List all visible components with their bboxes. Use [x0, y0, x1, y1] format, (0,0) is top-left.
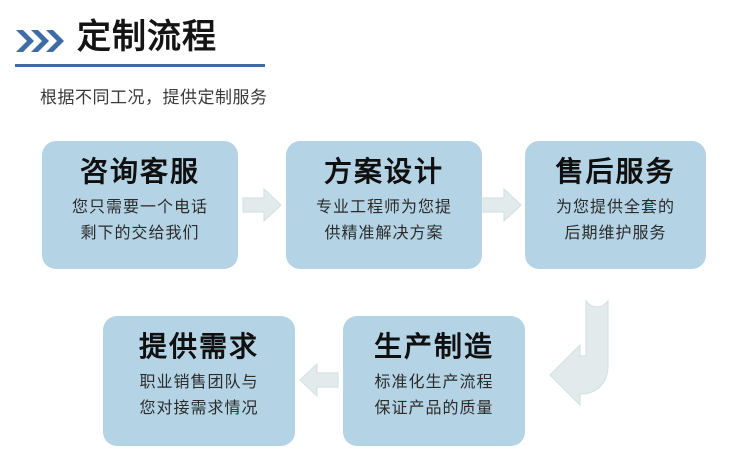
page-subtitle: 根据不同工况，提供定制服务 — [40, 88, 268, 107]
flow-card-title: 生产制造 — [373, 331, 494, 362]
flow-card-title: 方案设计 — [323, 156, 444, 187]
flow-card-description-line: 后期维护服务 — [564, 225, 667, 242]
flow-card-description-line: 剩下的交给我们 — [80, 225, 200, 242]
page-title: 定制流程 — [77, 18, 217, 56]
flow-card-description: 您只需要一个电话 剩下的交给我们 — [72, 195, 208, 247]
arrow-u-turn-down-left-icon — [549, 299, 609, 407]
flow-card-description: 专业工程师为您提 供精准解决方案 — [316, 195, 452, 247]
page-header: 定制流程 根据不同工况，提供定制服务 — [0, 0, 750, 107]
flow-card-description-line: 供精准解决方案 — [324, 225, 444, 242]
flow-card-title: 售后服务 — [555, 156, 676, 187]
flow-card-description-line: 您对接需求情况 — [139, 400, 259, 417]
flow-card-description-line: 保证产品的质量 — [374, 400, 494, 417]
flow-card-description: 职业销售团队与 您对接需求情况 — [139, 370, 258, 422]
flow-card-title: 咨询客服 — [79, 156, 200, 187]
title-underline — [15, 64, 265, 67]
arrow-right-icon — [482, 187, 522, 223]
flow-card-description-line: 您只需要一个电话 — [71, 199, 208, 216]
flow-card-description-line: 标准化生产流程 — [374, 374, 494, 391]
title-row: 定制流程 — [15, 14, 217, 60]
flow-card-requirements[interactable]: 提供需求 职业销售团队与 您对接需求情况 — [103, 316, 295, 446]
flow-card-description-line: 职业销售团队与 — [139, 374, 259, 391]
flow-card-description: 为您提供全套的 后期维护服务 — [556, 195, 675, 247]
arrow-right-icon — [242, 187, 282, 223]
flow-card-title: 提供需求 — [138, 331, 259, 362]
flow-card-description-line: 专业工程师为您提 — [315, 199, 452, 216]
flow-card-description-line: 为您提供全套的 — [555, 199, 675, 216]
flow-card-description: 标准化生产流程 保证产品的质量 — [374, 370, 493, 422]
flow-card-consult[interactable]: 咨询客服 您只需要一个电话 剩下的交给我们 — [42, 141, 238, 269]
flow-card-manufacturing[interactable]: 生产制造 标准化生产流程 保证产品的质量 — [343, 316, 525, 446]
flow-card-after-sales[interactable]: 售后服务 为您提供全套的 后期维护服务 — [525, 141, 706, 269]
flow-card-design[interactable]: 方案设计 专业工程师为您提 供精准解决方案 — [286, 141, 482, 269]
arrow-left-icon — [299, 362, 339, 398]
triple-chevron-right-icon — [16, 30, 64, 52]
